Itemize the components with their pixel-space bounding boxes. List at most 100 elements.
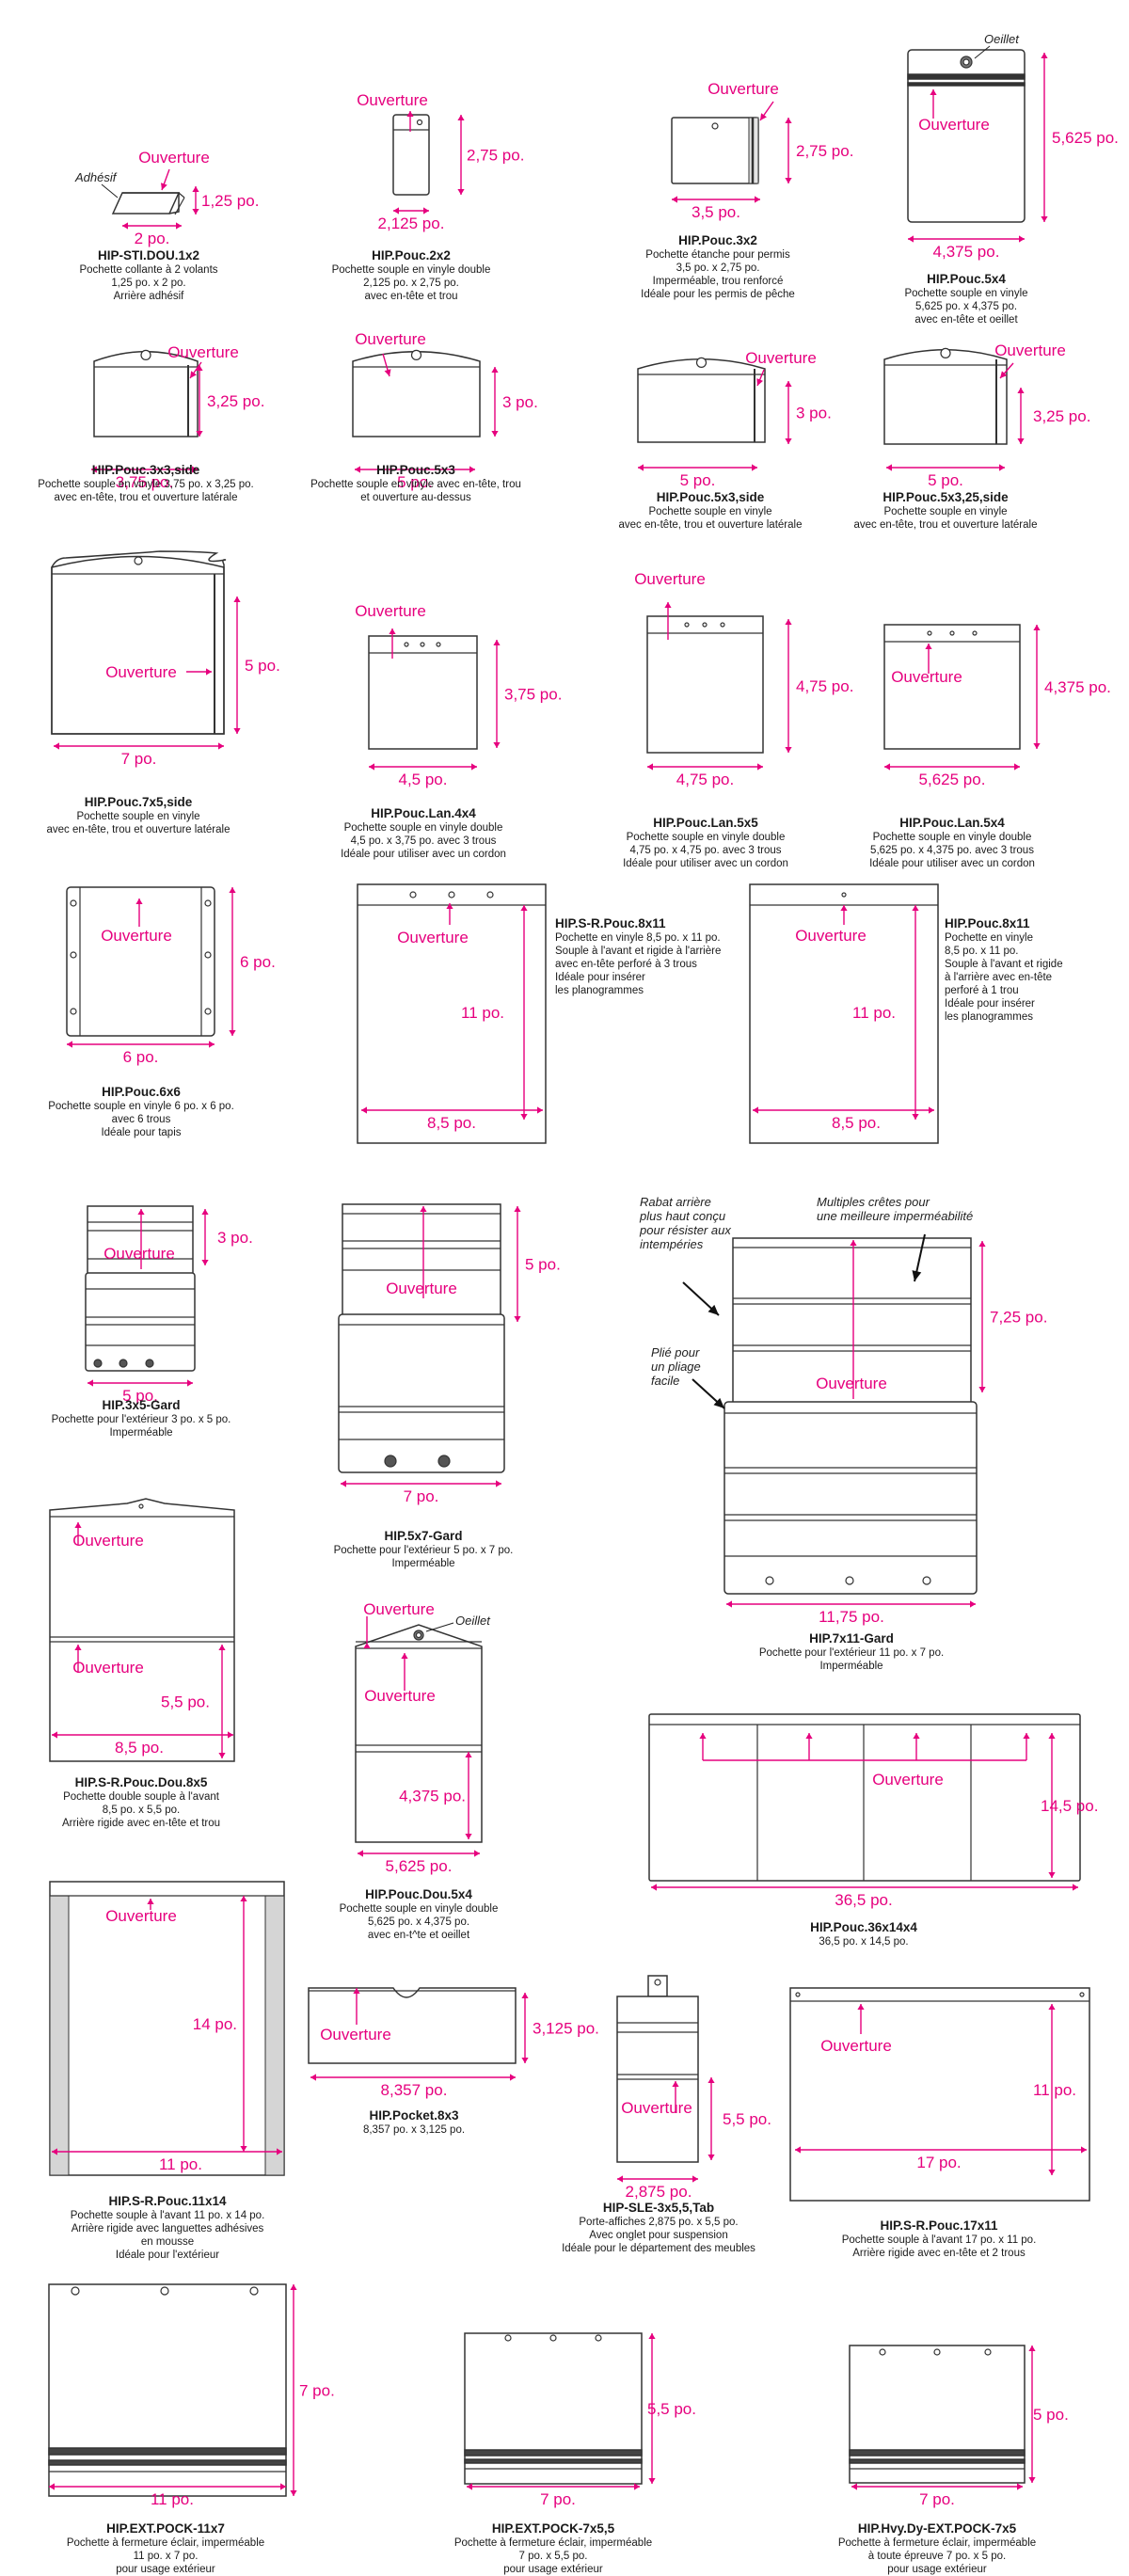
product-description-line: les planogrammes <box>555 985 644 996</box>
arrow-head <box>672 2081 679 2087</box>
arrow-head <box>1028 2477 1036 2483</box>
arrow-head <box>638 464 644 471</box>
width-label: 5,625 po. <box>386 1857 453 1875</box>
arrow-head <box>401 1653 408 1659</box>
arrow-head <box>465 1752 472 1757</box>
height-label: 3,125 po. <box>533 2020 599 2038</box>
hole-icon <box>695 357 708 368</box>
height-label: 14 po. <box>193 2015 237 2033</box>
arrow-head <box>1000 371 1008 378</box>
arrow-head <box>290 2284 297 2290</box>
product-description-line: Idéale pour l'extérieur <box>115 2250 220 2261</box>
arrow-head <box>1041 53 1048 58</box>
arrow-head <box>467 2483 472 2490</box>
height-label: 3,25 po. <box>1033 407 1090 425</box>
arrow-head <box>708 2077 715 2083</box>
hole-icon <box>962 58 970 66</box>
width-label: 5 po. <box>397 473 433 491</box>
hole-icon <box>204 899 212 907</box>
product-name: HIP.7x11-Gard <box>809 1631 894 1646</box>
arrow-head <box>420 1206 427 1212</box>
product-description-line: pour usage extérieur <box>116 2564 215 2575</box>
arrow-head <box>672 196 677 203</box>
arrow-head <box>491 431 499 437</box>
arrow-head <box>805 1733 813 1739</box>
arrow-head <box>912 1114 919 1120</box>
product-description-line: Pochette souple en vinyle 6 po. x 6 po. <box>48 1101 234 1112</box>
hole-icon <box>404 642 409 647</box>
hole-icon <box>1079 1992 1085 1997</box>
hole-icon <box>684 622 690 628</box>
feature-note: pour résister aux <box>639 1223 731 1237</box>
header-band <box>907 82 1026 87</box>
adhesive-tab <box>49 1895 70 2176</box>
product-name: HIP.EXT.POCK-11x7 <box>106 2521 225 2536</box>
arrow-head <box>74 1522 82 1528</box>
product-description-line: Pochette souple en vinyle double <box>343 822 503 834</box>
zipper-band <box>48 2459 287 2466</box>
opening-label: Ouverture <box>745 349 817 367</box>
hole-icon <box>70 1008 77 1015</box>
height-label: 4,75 po. <box>796 677 853 695</box>
arrow-head <box>91 466 97 473</box>
hole-icon <box>416 119 423 126</box>
hole-icon <box>437 1455 451 1468</box>
product-name: HIP.S-R.Pouc.Dou.8x5 <box>74 1775 208 1789</box>
eyelet-pointer <box>974 45 991 59</box>
product-description-line: Pochette pour l'extérieur 11 po. x 7 po. <box>758 1647 945 1659</box>
product-name: HIP.Pouc.Lan.4x4 <box>371 806 476 820</box>
arrow-head <box>912 905 919 911</box>
opening-label: Ouverture <box>621 2099 692 2117</box>
product-description-line: Pochette souple en vinyle avec en-tête, … <box>310 479 521 490</box>
product-description-line: Pochette souple en vinyle double <box>339 1903 499 1915</box>
eyelet-label: Oeillet <box>455 1614 491 1628</box>
arrow-head <box>851 2483 857 2490</box>
arrow-head <box>218 1645 226 1650</box>
width-label: 2,875 po. <box>626 2183 692 2201</box>
hole-icon <box>486 891 494 898</box>
arrow-head <box>469 466 475 473</box>
arrow-head <box>228 1731 233 1739</box>
opening-label: Ouverture <box>355 330 426 348</box>
hole-icon <box>140 349 151 360</box>
product-description-line: les planogrammes <box>945 1011 1033 1023</box>
arrow-head <box>708 2155 715 2160</box>
pouch-body <box>51 550 227 735</box>
hole-icon <box>415 1631 422 1639</box>
height-label: 5,5 po. <box>647 2400 696 2418</box>
height-label: 3 po. <box>217 1229 253 1247</box>
pouch-body <box>85 1272 196 1372</box>
product-name: HIP.Pouc.Dou.5x4 <box>365 1887 472 1901</box>
opening-label: Ouverture <box>397 929 469 946</box>
product-description-line: Idéale pour le département des meubles <box>562 2243 755 2254</box>
height-label: 11 po. <box>1033 2081 1076 2099</box>
arrow-head <box>218 742 224 750</box>
product-description-line: Pochette à fermeture éclair, imperméable <box>66 2537 265 2549</box>
arrow-head <box>192 209 199 215</box>
arrow-head <box>229 1030 236 1036</box>
opening-label: Ouverture <box>72 1659 144 1677</box>
product-description-line: Pochette souple en vinyle <box>76 811 200 822</box>
height-label: 5 po. <box>525 1256 561 1274</box>
opening-label: Ouverture <box>105 663 177 681</box>
product-description-line: 3,5 po. x 2,75 po. <box>676 262 760 274</box>
product-description-line: Pochette souple en vinyle <box>883 506 1008 517</box>
arrow-head <box>1017 438 1025 444</box>
product-description-line: perforé à 1 trou <box>945 985 1019 996</box>
pouch-seam <box>174 197 185 215</box>
zipper-band <box>48 2447 287 2456</box>
opening-label: Ouverture <box>72 1532 144 1550</box>
arrow-head <box>52 1731 57 1739</box>
arrow-head <box>341 1480 346 1487</box>
arrow-head <box>135 898 143 904</box>
pouch-body <box>368 635 478 750</box>
